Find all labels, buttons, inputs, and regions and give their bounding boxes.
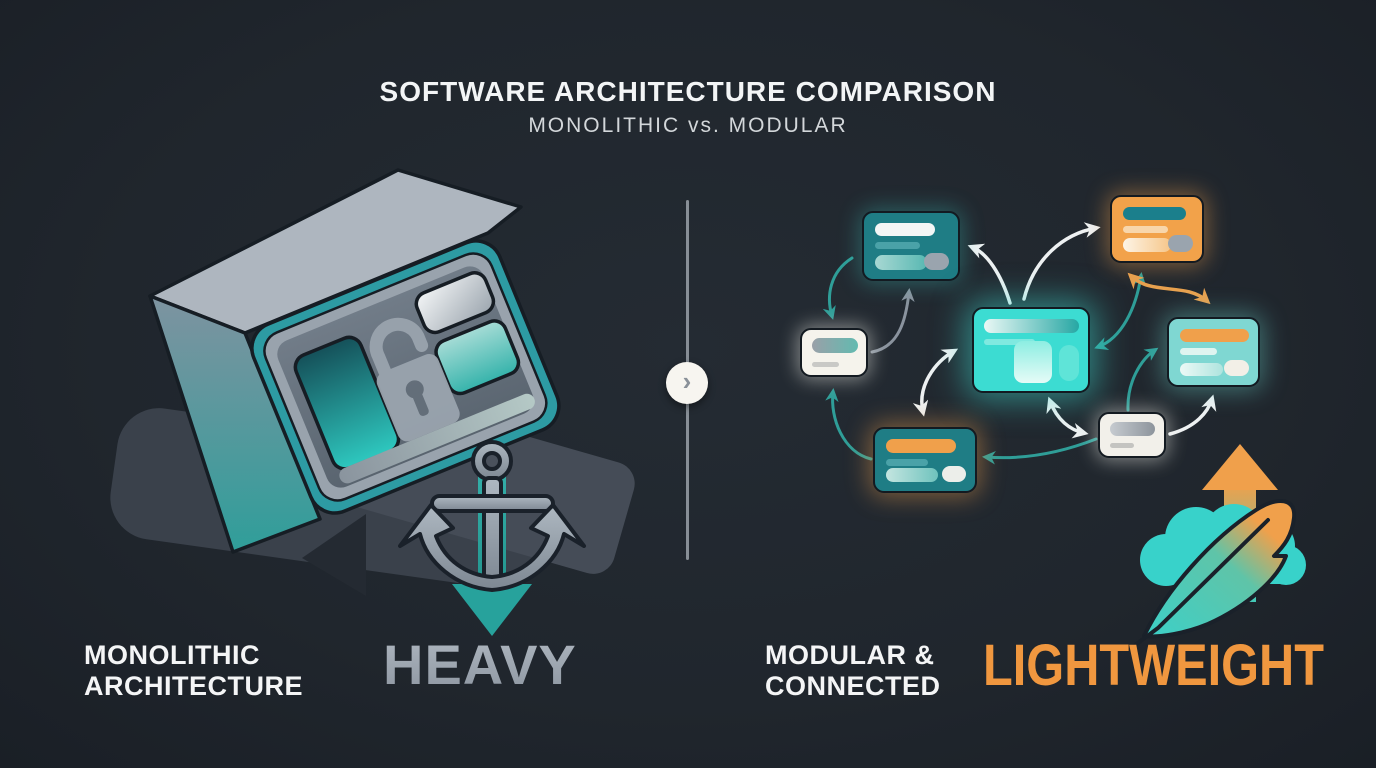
- card-text-line: [1110, 443, 1135, 448]
- card-text-bar: [984, 319, 1079, 333]
- heavy-keyword: HEAVY: [383, 633, 577, 696]
- card-pill: [812, 338, 859, 353]
- arrow-teal-f-to-c: [825, 387, 873, 461]
- arrow-white-d-to-a: [967, 243, 1012, 305]
- card-text-bar: [886, 439, 956, 453]
- arrow-white-f-d: [912, 348, 959, 417]
- card-pill: [942, 466, 966, 482]
- left-label-line2: ARCHITECTURE: [84, 671, 303, 701]
- front-panel-bottom-bar: [339, 393, 535, 484]
- right-architecture-label: MODULAR & CONNECTED: [765, 640, 941, 702]
- monolith-side-face: [148, 294, 322, 554]
- card-text-bar: [1180, 348, 1218, 355]
- padlock-icon: [369, 317, 460, 442]
- card-pill: [1224, 360, 1249, 376]
- card-text-bar: [875, 255, 927, 270]
- page-subtitle: MONOLITHIC vs. MODULAR: [528, 114, 848, 137]
- left-label-line1: MONOLITHIC: [84, 640, 260, 670]
- arrow-white-d-g: [1046, 396, 1089, 439]
- module-card-white-2: [1098, 412, 1166, 458]
- card-pill: [1168, 235, 1193, 252]
- feather-icon: [1132, 498, 1297, 648]
- arrow-white-d-to-b: [1022, 222, 1101, 301]
- card-thumbnail: [1014, 341, 1052, 383]
- anchor-icon: [398, 440, 586, 592]
- module-card-orange: [1110, 195, 1204, 263]
- module-card-white-1: [800, 328, 868, 377]
- card-text-bar: [1123, 226, 1168, 233]
- arrow-white-g-to-e: [1168, 394, 1217, 436]
- chevron-right-icon: ›: [682, 366, 692, 396]
- card-text-bar: [1123, 207, 1186, 220]
- arrow-teal-g-to-f: [981, 437, 1098, 465]
- arrow-gray-c-to-a: [870, 287, 915, 354]
- right-label-line1: MODULAR &: [765, 640, 935, 670]
- arrow-orange-b-e: [1127, 272, 1211, 305]
- left-architecture-label: MONOLITHIC ARCHITECTURE: [84, 640, 303, 702]
- arrow-teal-a-to-c: [822, 256, 854, 320]
- card-pill: [924, 253, 949, 270]
- shadow-wedge: [302, 514, 366, 596]
- divider-chevron-badge: ›: [666, 362, 708, 404]
- card-text-bar: [1123, 238, 1171, 252]
- card-text-bar: [886, 459, 928, 466]
- card-text-bar: [1180, 329, 1249, 342]
- lightweight-keyword: LIGHTWEIGHT: [983, 633, 1325, 698]
- card-text-line: [812, 362, 839, 367]
- module-card-teal-2: [873, 427, 977, 493]
- card-text-bar: [875, 242, 921, 249]
- card-text-bar: [984, 339, 1036, 345]
- card-pill: [1110, 422, 1155, 436]
- card-pill: [1059, 345, 1079, 381]
- module-card-cyan-center: [972, 307, 1090, 393]
- card-text-bar: [886, 468, 938, 482]
- module-card-teal-1: [862, 211, 960, 281]
- page-title: SOFTWARE ARCHITECTURE COMPARISON: [379, 76, 997, 107]
- right-label-line2: CONNECTED: [765, 671, 941, 701]
- front-panel-top-right: [414, 271, 496, 335]
- card-text-bar: [1180, 363, 1223, 376]
- card-text-bar: [875, 223, 936, 236]
- arrow-teal-g-to-e: [1126, 347, 1159, 412]
- monolith-illustration: [110, 168, 635, 636]
- module-card-teal-light: [1167, 317, 1260, 387]
